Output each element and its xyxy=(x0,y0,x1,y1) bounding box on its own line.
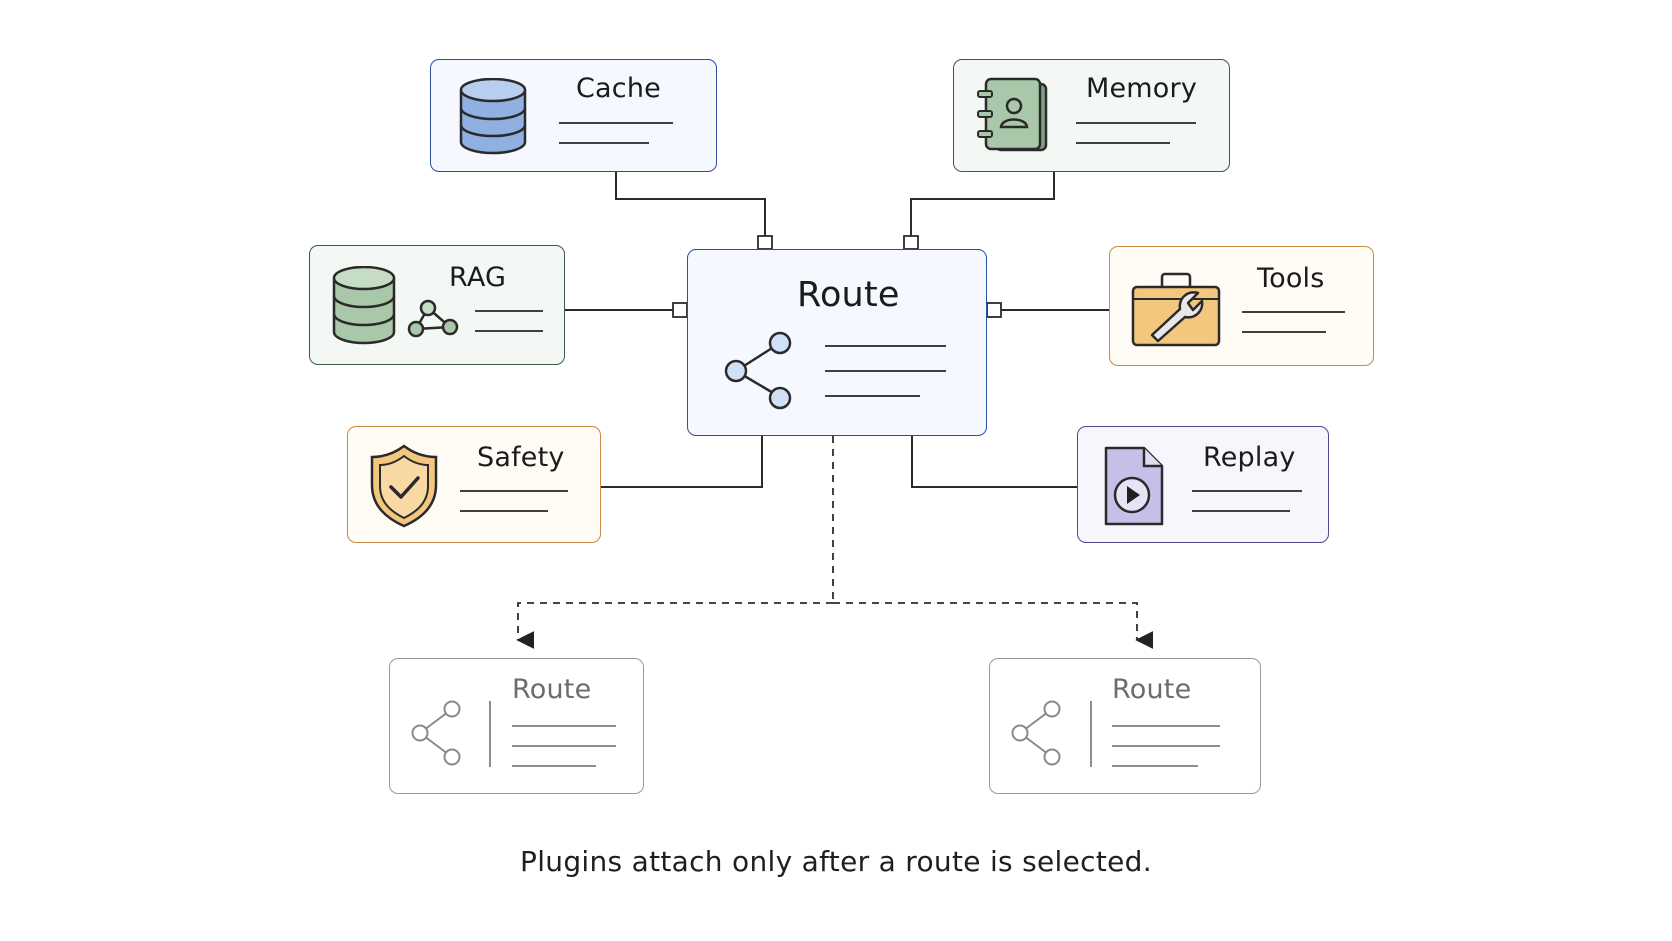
replay-card[interactable]: Replay xyxy=(1077,426,1329,543)
replay-title: Replay xyxy=(1203,442,1296,473)
route-card-left[interactable]: Route xyxy=(389,658,644,794)
rag-line-1 xyxy=(475,310,543,312)
play-file-icon xyxy=(1104,446,1164,526)
replay-line-2 xyxy=(1192,510,1290,512)
route-card-left-line-3 xyxy=(512,765,596,767)
diagram-caption: Plugins attach only after a route is sel… xyxy=(520,845,1152,878)
route-card-right-divider xyxy=(1090,701,1092,767)
route-card-left-divider xyxy=(489,701,491,767)
share-nodes-icon xyxy=(1011,700,1061,766)
shield-check-icon xyxy=(370,444,438,528)
replay-line-1 xyxy=(1192,490,1302,492)
route-card-left-line-1 xyxy=(512,725,616,727)
share-nodes-icon xyxy=(411,700,461,766)
safety-title: Safety xyxy=(477,442,565,473)
route-card-left-line-2 xyxy=(512,745,616,747)
memory-title: Memory xyxy=(1086,73,1198,104)
tools-title: Tools xyxy=(1257,263,1325,294)
cache-line-1 xyxy=(559,122,673,124)
database-graph-icon xyxy=(332,266,459,345)
route-center-line-2 xyxy=(825,370,946,372)
rag-port xyxy=(672,302,688,318)
tools-port xyxy=(986,302,1002,318)
route-card-right-line-2 xyxy=(1112,745,1220,747)
cache-connector xyxy=(615,172,766,236)
cache-port xyxy=(757,235,773,250)
route-center-line-3 xyxy=(825,395,920,397)
share-nodes-icon xyxy=(724,331,792,410)
cache-title: Cache xyxy=(576,73,661,104)
memory-line-1 xyxy=(1076,122,1196,124)
route-card-right-line-3 xyxy=(1112,765,1198,767)
toolbox-wrench-icon xyxy=(1131,272,1221,347)
safety-line-1 xyxy=(460,490,568,492)
tools-line-1 xyxy=(1242,311,1345,313)
tools-card[interactable]: Tools xyxy=(1109,246,1374,366)
route-card-right-title: Route xyxy=(1112,674,1192,705)
memory-port xyxy=(903,235,919,250)
safety-line-2 xyxy=(460,510,548,512)
memory-card[interactable]: Memory xyxy=(953,59,1230,172)
safety-connector xyxy=(601,434,763,488)
memory-connector xyxy=(910,172,1055,236)
address-book-icon xyxy=(977,77,1048,152)
replay-connector xyxy=(911,434,1077,488)
rag-line-2 xyxy=(475,330,543,332)
route-center-line-1 xyxy=(825,345,946,347)
rag-card[interactable]: RAG xyxy=(309,245,565,365)
rag-title: RAG xyxy=(449,262,507,293)
route-card-right[interactable]: Route xyxy=(989,658,1261,794)
safety-card[interactable]: Safety xyxy=(347,426,601,543)
route-center-title: Route xyxy=(797,275,900,315)
cache-card[interactable]: Cache xyxy=(430,59,717,172)
database-icon xyxy=(459,78,527,155)
route-branch-left xyxy=(516,602,833,649)
cache-line-2 xyxy=(559,142,649,144)
route-card-right-line-1 xyxy=(1112,725,1220,727)
tools-line-2 xyxy=(1242,331,1326,333)
route-center-card[interactable]: Route xyxy=(687,249,987,436)
memory-line-2 xyxy=(1076,142,1170,144)
route-card-left-title: Route xyxy=(512,674,592,705)
route-branch-right xyxy=(833,602,1154,649)
